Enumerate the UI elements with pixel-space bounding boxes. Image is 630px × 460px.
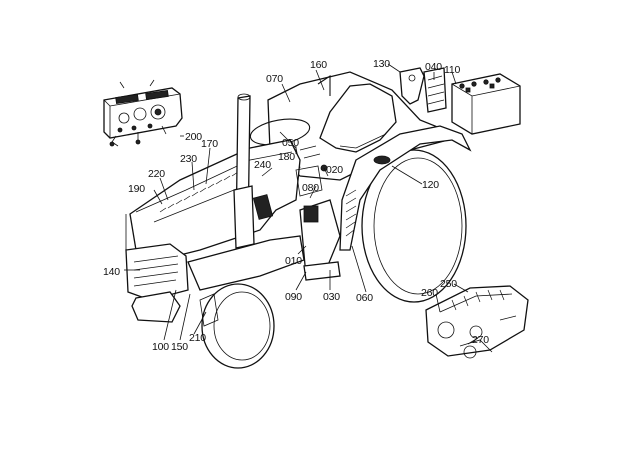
callout-160: 160: [310, 59, 327, 71]
callout-040: 040: [425, 61, 442, 73]
callout-240: 240: [254, 159, 271, 171]
callout-140: 140: [103, 266, 120, 278]
callout-230: 230: [180, 153, 197, 165]
callout-050: 050: [282, 137, 299, 149]
callout-170: 170: [201, 138, 218, 150]
callout-250: 250: [440, 278, 457, 290]
callout-270: 270: [472, 334, 489, 346]
callout-120: 120: [422, 179, 439, 191]
callout-020: 020: [326, 164, 343, 176]
callout-180: 180: [278, 151, 295, 163]
callout-110: 110: [444, 64, 460, 76]
callout-130: 130: [373, 58, 390, 70]
callout-060: 060: [356, 292, 373, 304]
callout-030: 030: [323, 291, 340, 303]
leader-lines: [124, 63, 479, 345]
instrument-panel-inset: [103, 79, 183, 147]
tractor-illustration: [125, 71, 472, 369]
callout-080: 080: [302, 182, 319, 194]
callout-210: 210: [189, 332, 206, 344]
callout-070: 070: [266, 73, 283, 85]
callout-150: 150: [171, 341, 188, 353]
callout-labels: 070 160 130 040 110 200 050 180 240 170 …: [103, 58, 489, 353]
callout-100: 100: [152, 341, 169, 353]
callout-260: 260: [421, 287, 438, 299]
callout-200: 200: [185, 131, 202, 143]
engine-inset: [425, 285, 529, 359]
battery-assembly: [399, 67, 521, 135]
callout-090: 090: [285, 291, 302, 303]
callout-220: 220: [148, 168, 165, 180]
callout-190: 190: [128, 183, 145, 195]
callout-010: 010: [285, 255, 302, 267]
